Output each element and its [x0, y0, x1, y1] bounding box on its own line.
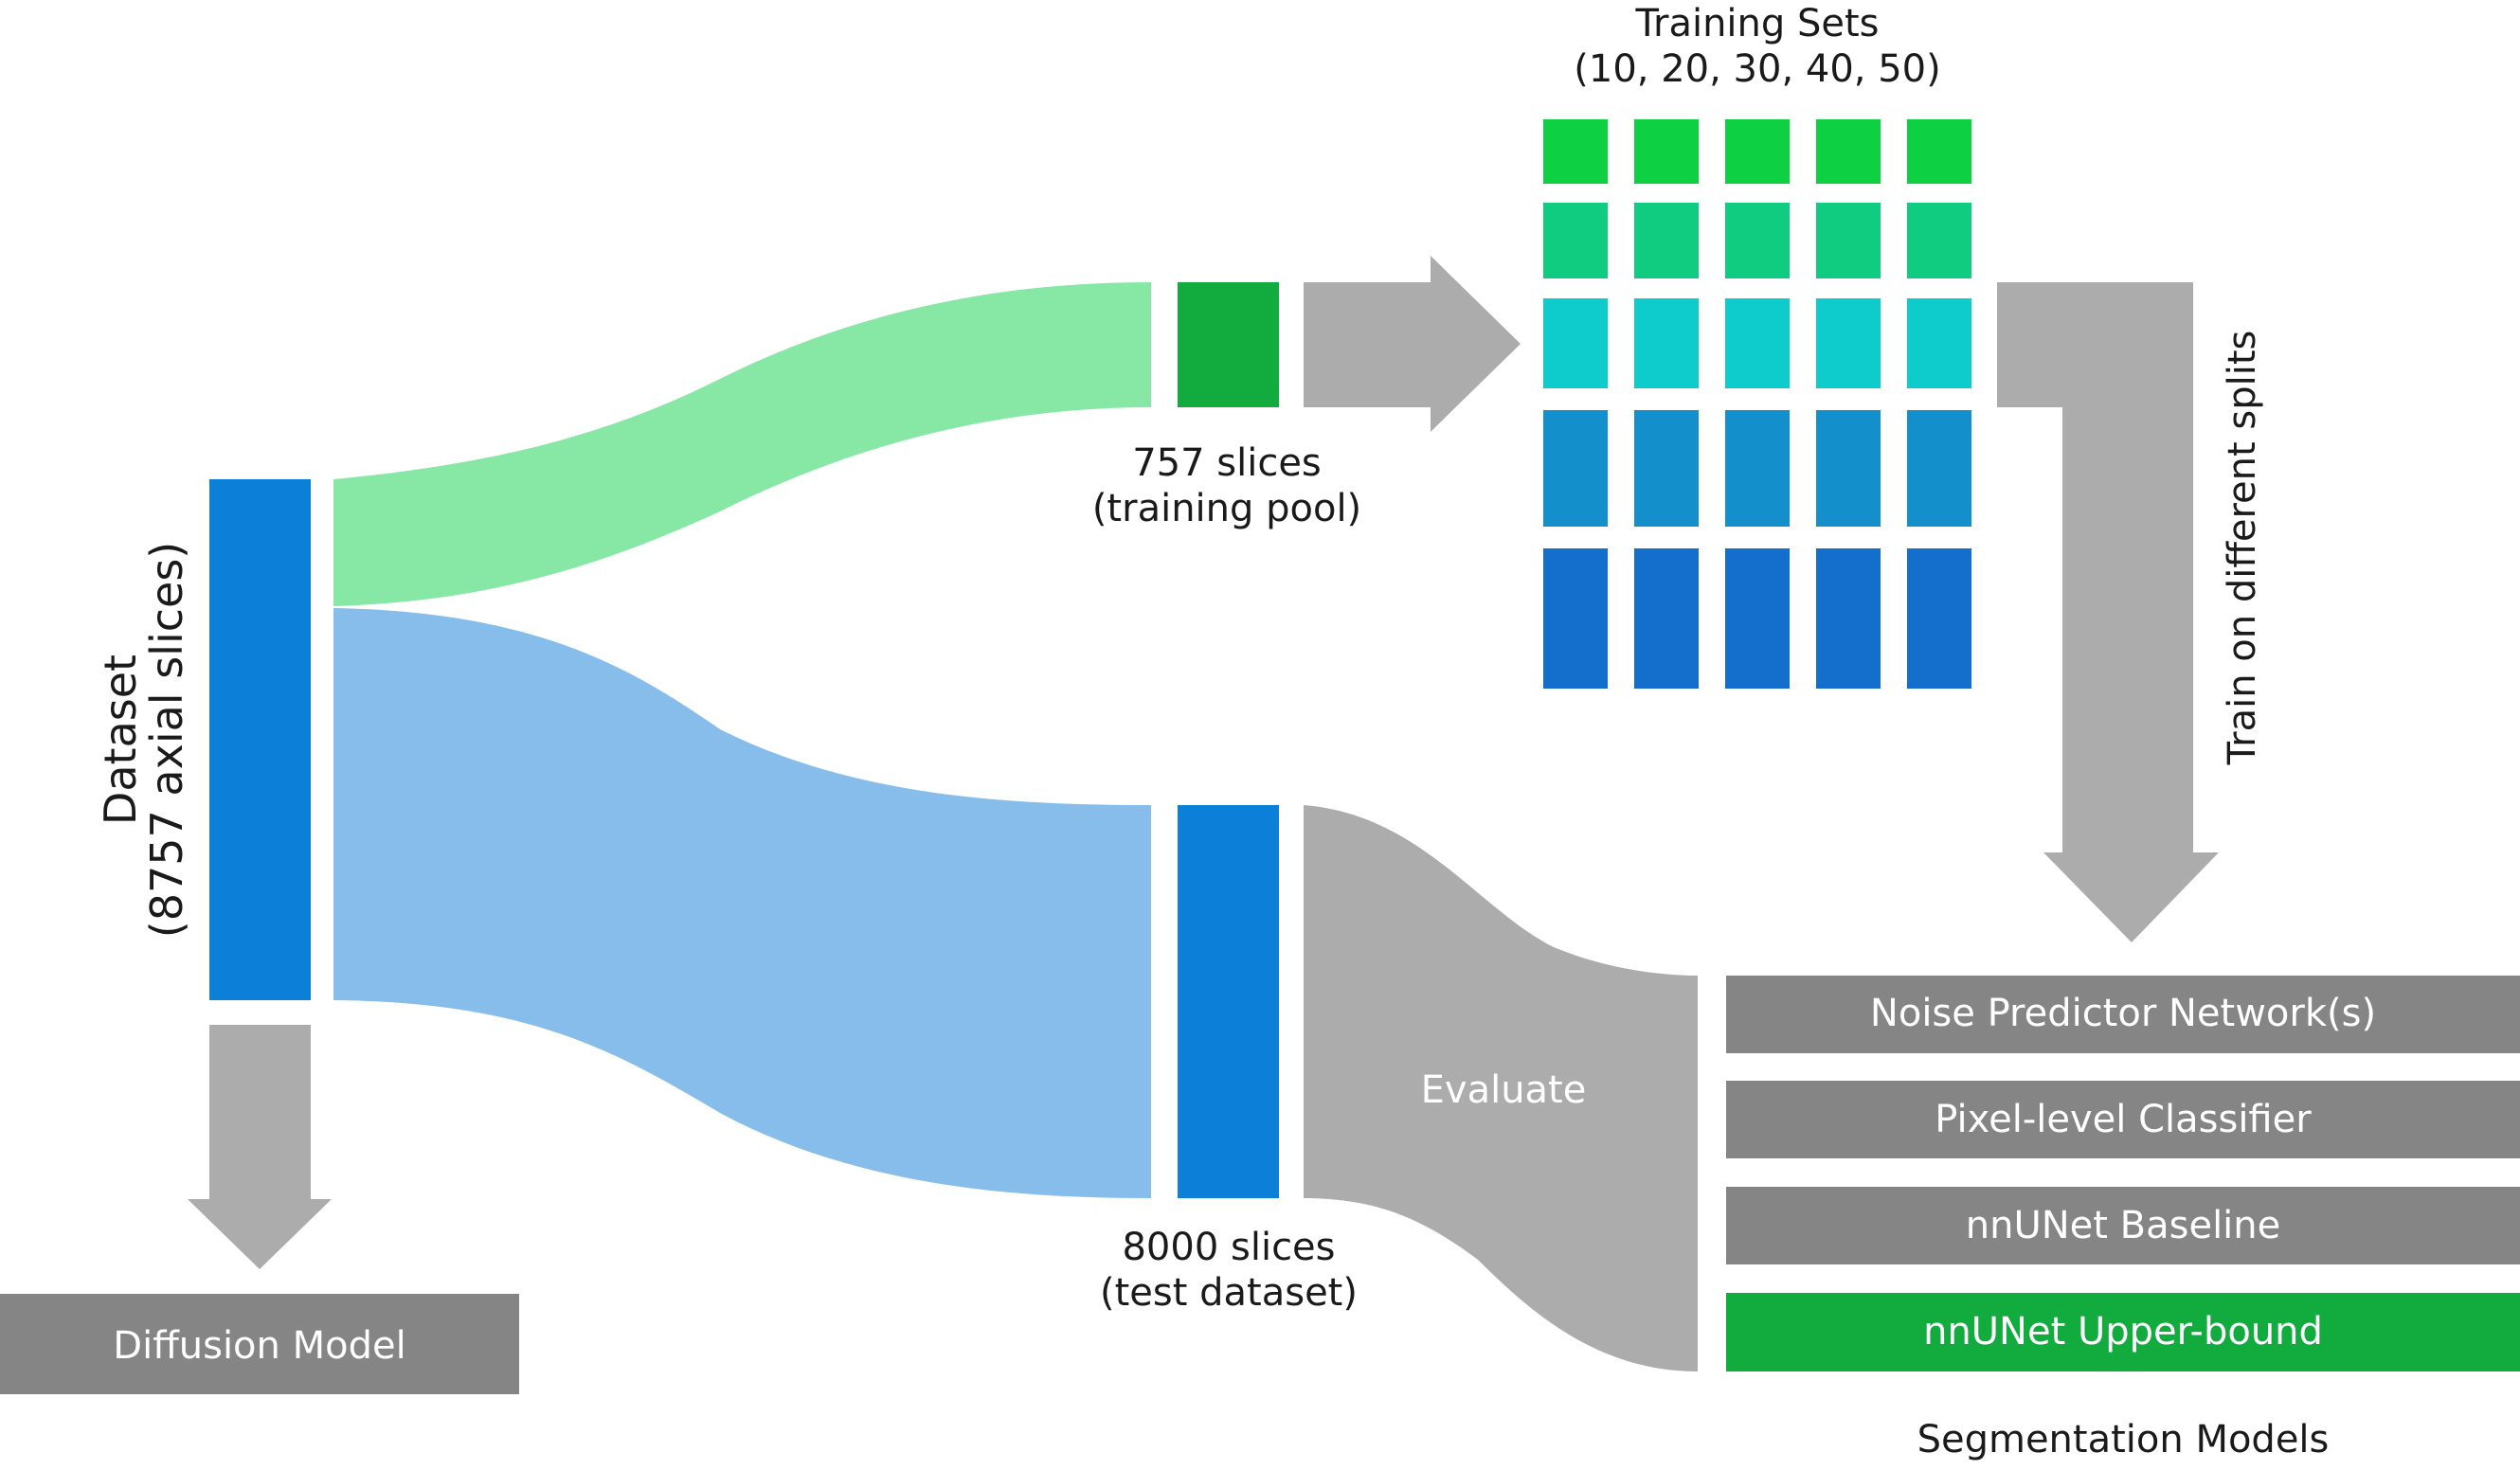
- segmentation-model-label: nnUNet Baseline: [1966, 1204, 2281, 1247]
- evaluate-flow: [1304, 805, 1698, 1371]
- training-sets-grid: [1543, 119, 1971, 689]
- diffusion-model-box: [0, 1294, 519, 1394]
- training-set-cell: [1543, 119, 1608, 184]
- evaluate-label: Evaluate: [1421, 1068, 1587, 1112]
- training-set-cell: [1634, 298, 1699, 388]
- training-set-cell: [1816, 410, 1881, 527]
- training-set-cell: [1543, 203, 1608, 278]
- segmentation-models-caption: Segmentation Models: [1917, 1418, 2330, 1461]
- training-pool-bar: [1178, 282, 1279, 407]
- training-set-cell: [1543, 410, 1608, 527]
- training-set-cell: [1816, 548, 1881, 689]
- training-set-cell: [1907, 203, 1971, 278]
- dataset-bar: [209, 479, 311, 1000]
- test-flow: [333, 608, 1151, 1198]
- training-set-cell: [1907, 298, 1971, 388]
- training-set-cell: [1907, 548, 1971, 689]
- training-set-cell: [1907, 410, 1971, 527]
- training-set-cell: [1634, 410, 1699, 527]
- segmentation-model-label: nnUNet Upper-bound: [1923, 1310, 2323, 1353]
- split-arrow: [1304, 256, 1521, 432]
- train-arrow-label: Train on different splits: [2221, 331, 2264, 766]
- diffusion-model-label: Diffusion Model: [113, 1324, 405, 1368]
- training-set-cell: [1816, 203, 1881, 278]
- dataset-subtitle: (8757 axial slices): [141, 542, 192, 938]
- segmentation-model-label: Pixel-level Classifier: [1935, 1098, 2312, 1141]
- segmentation-model-box-noise-predictor: [1726, 976, 2520, 1053]
- dataset-title: Dataset: [95, 654, 146, 825]
- segmentation-model-box-pixel-classifier: [1726, 1081, 2520, 1158]
- training-set-cell: [1725, 548, 1790, 689]
- training-set-cell: [1725, 119, 1790, 184]
- segmentation-model-label: Noise Predictor Network(s): [1870, 992, 2376, 1035]
- diffusion-arrow: [188, 1025, 332, 1269]
- training-set-cell: [1816, 119, 1881, 184]
- training-set-cell: [1634, 548, 1699, 689]
- training-set-cell: [1907, 119, 1971, 184]
- training-set-cell: [1725, 410, 1790, 527]
- training-set-cell: [1725, 298, 1790, 388]
- test-dataset-bar: [1178, 805, 1279, 1198]
- training-sets-sizes: (10, 20, 30, 40, 50): [1574, 47, 1940, 91]
- training-set-cell: [1634, 203, 1699, 278]
- training-pool-count: 757 slices: [1132, 441, 1322, 485]
- training-pool-desc: (training pool): [1092, 487, 1361, 530]
- training-set-cell: [1634, 119, 1699, 184]
- train-flow: [333, 282, 1151, 606]
- segmentation-model-box-nnunet-baseline: [1726, 1187, 2520, 1264]
- test-dataset-desc: (test dataset): [1100, 1271, 1358, 1315]
- training-set-cell: [1543, 298, 1608, 388]
- training-sets-title: Training Sets: [1634, 2, 1879, 45]
- training-set-cell: [1725, 203, 1790, 278]
- segmentation-model-box-nnunet-upper-bound: [1726, 1293, 2520, 1371]
- training-set-cell: [1543, 548, 1608, 689]
- training-set-cell: [1816, 298, 1881, 388]
- test-dataset-count: 8000 slices: [1122, 1226, 1335, 1269]
- train-arrow: [1997, 282, 2219, 942]
